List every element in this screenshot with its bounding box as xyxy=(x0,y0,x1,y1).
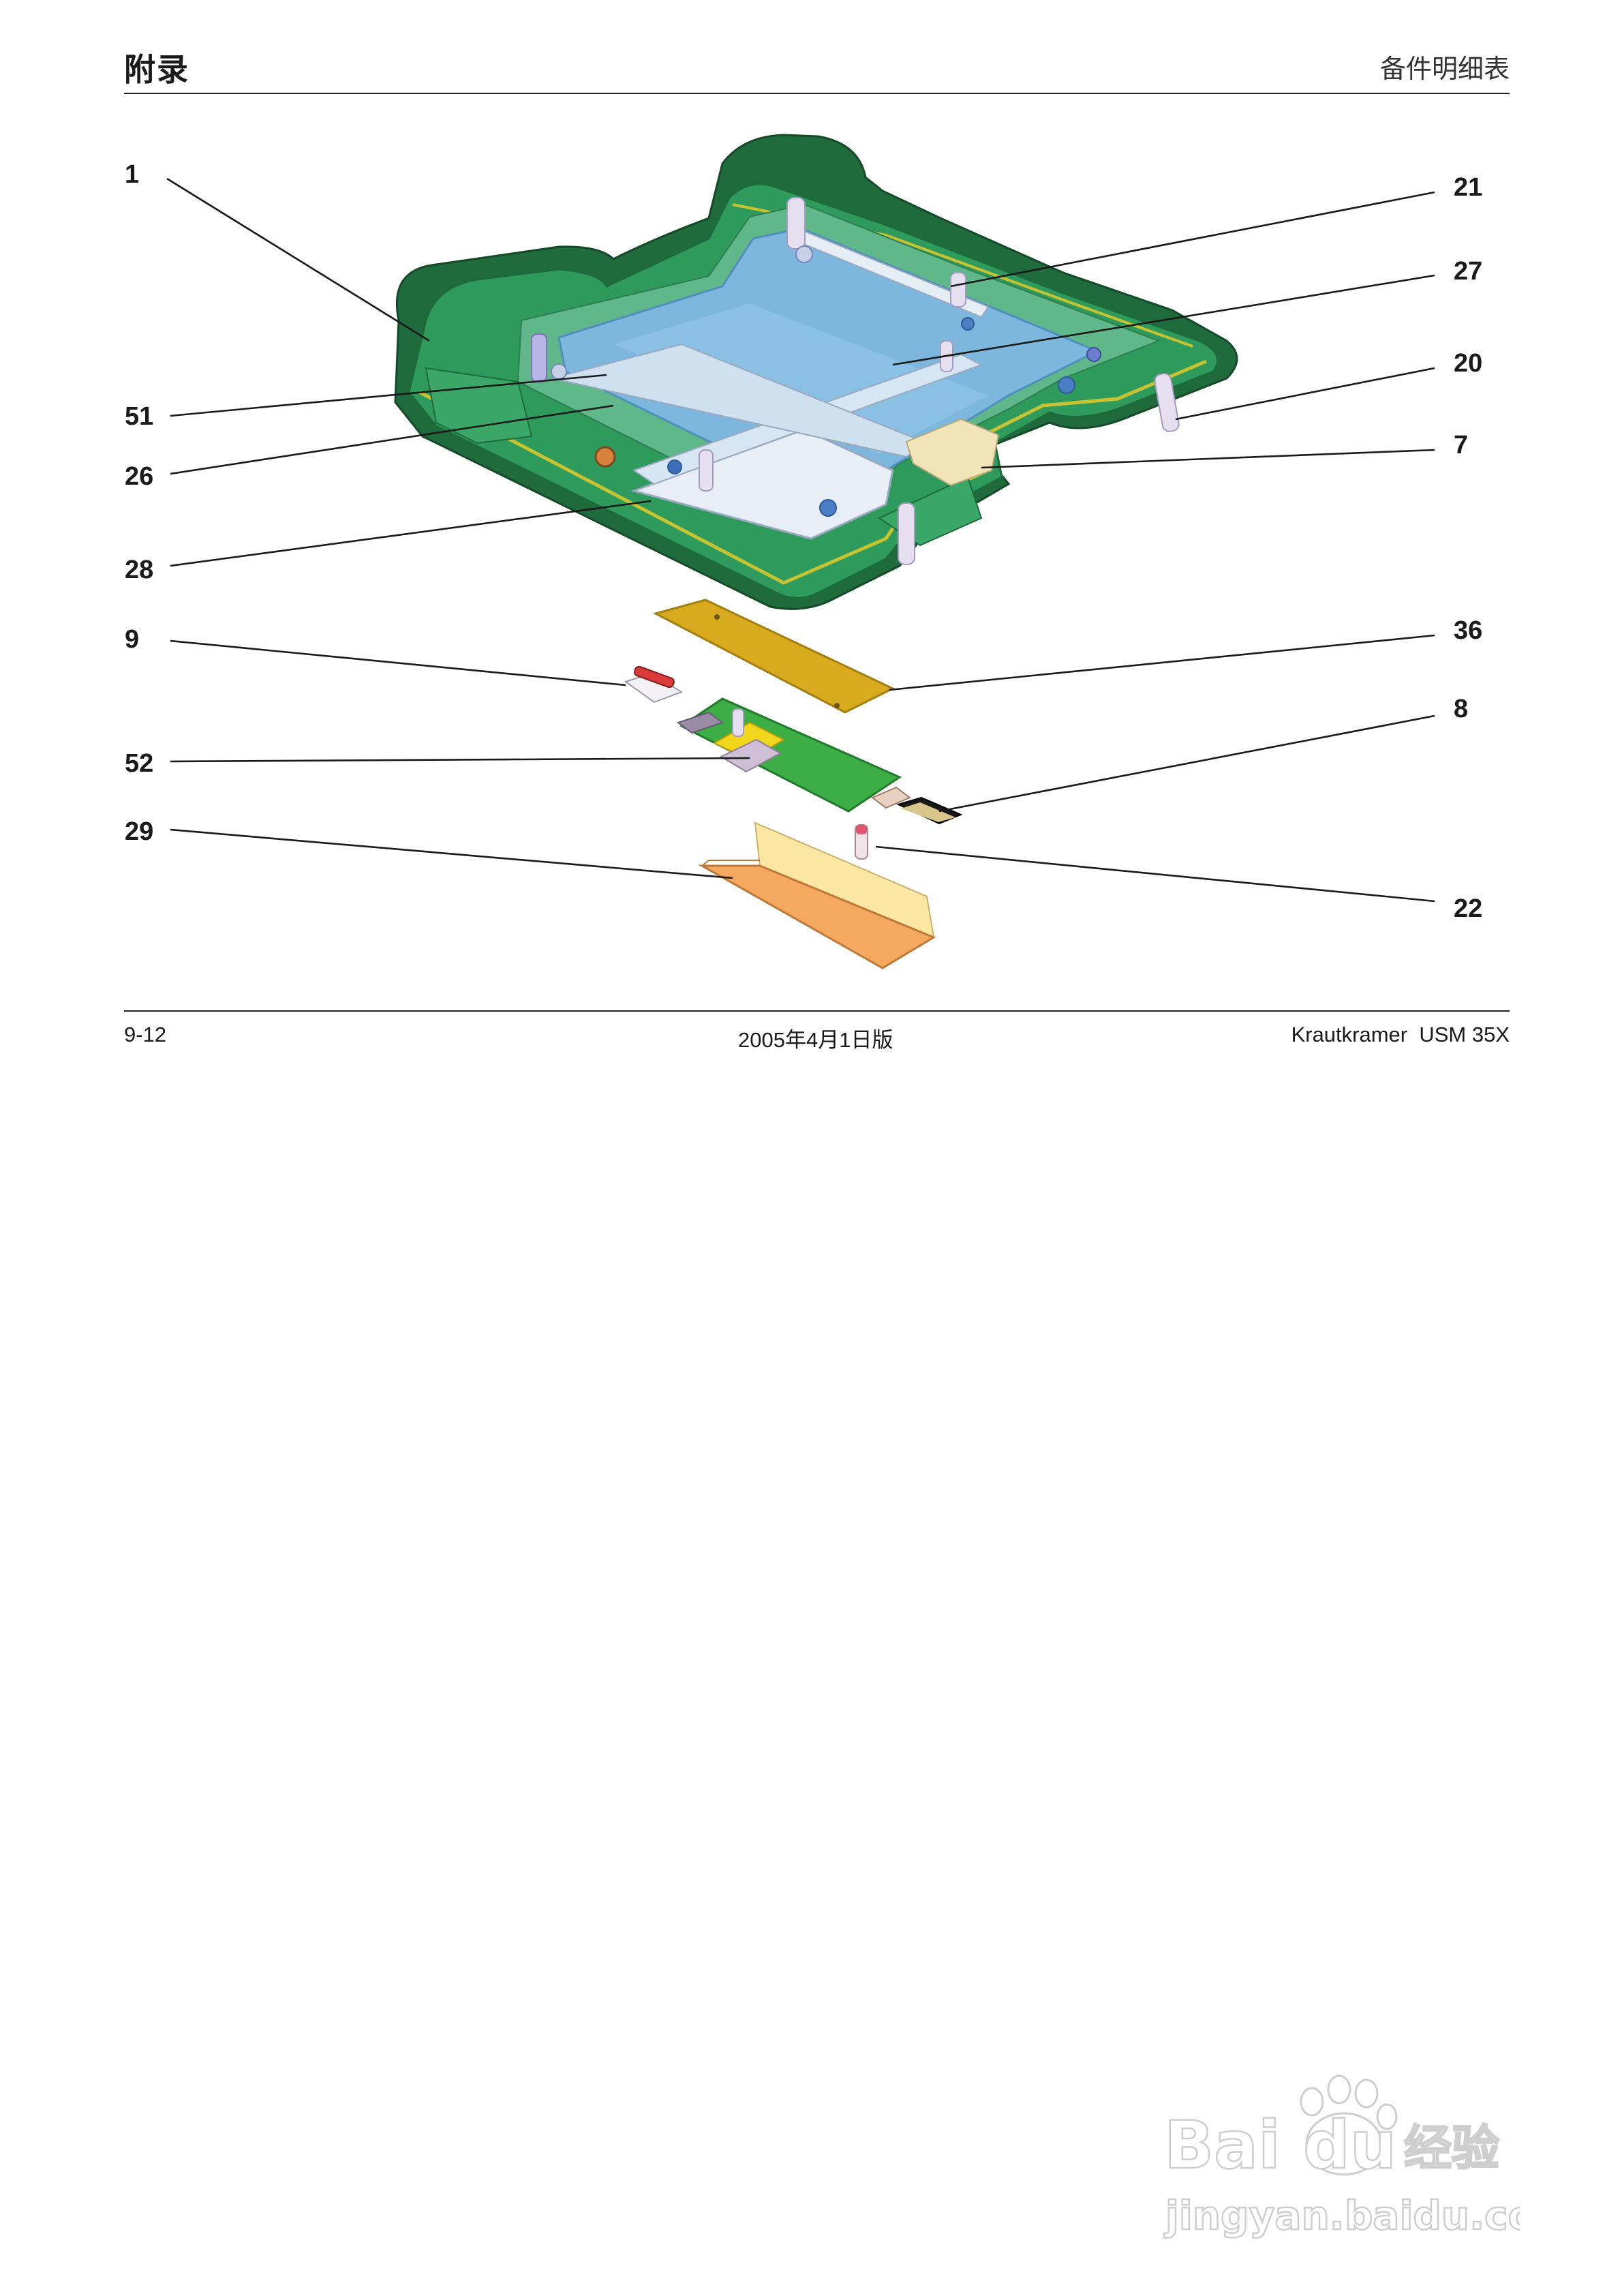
callout-label: 52 xyxy=(125,749,153,778)
footer-rule xyxy=(124,1010,1510,1012)
callout-label: 36 xyxy=(1454,616,1482,645)
paw-icon xyxy=(1300,2074,1398,2176)
bottom-cover xyxy=(698,821,936,969)
connector-part-9 xyxy=(624,665,684,704)
header-rule xyxy=(124,93,1510,94)
circuit-board xyxy=(676,697,911,813)
callout-label: 51 xyxy=(125,402,153,431)
shield-plate xyxy=(652,599,896,714)
callout-label: 8 xyxy=(1454,695,1468,723)
callout-label: 29 xyxy=(125,817,153,846)
callout-label: 20 xyxy=(1454,349,1482,378)
watermark-brand: Bai du xyxy=(1164,2107,1396,2184)
callout-label: 21 xyxy=(1454,173,1482,202)
watermark-brand-cn: 经验 xyxy=(1404,2120,1499,2176)
callout-label: 28 xyxy=(125,556,153,584)
product-name: Krautkramer USM 35X xyxy=(1291,1023,1510,1046)
baidu-watermark: Bai du 经验 jingyan.baidu.com xyxy=(1163,2074,1520,2239)
callout-label: 22 xyxy=(1454,894,1482,923)
callout-label: 27 xyxy=(1454,257,1482,286)
callout-label: 9 xyxy=(125,625,139,654)
parts-diagram: 1 21 27 20 51 7 26 28 9 36 8 52 29 22 xyxy=(125,134,1482,969)
callout-label: 1 xyxy=(125,160,139,189)
page-title: 备件明细表 xyxy=(1379,54,1510,84)
callout-label: 26 xyxy=(125,462,153,491)
edition-date: 2005年4月1日版 xyxy=(738,1028,893,1052)
page-number: 9-12 xyxy=(124,1023,167,1046)
watermark-url: jingyan.baidu.com xyxy=(1164,2192,1520,2239)
callout-label: 7 xyxy=(1454,431,1468,459)
housing-assembly xyxy=(394,134,1238,610)
section-title: 附录 xyxy=(124,51,189,88)
